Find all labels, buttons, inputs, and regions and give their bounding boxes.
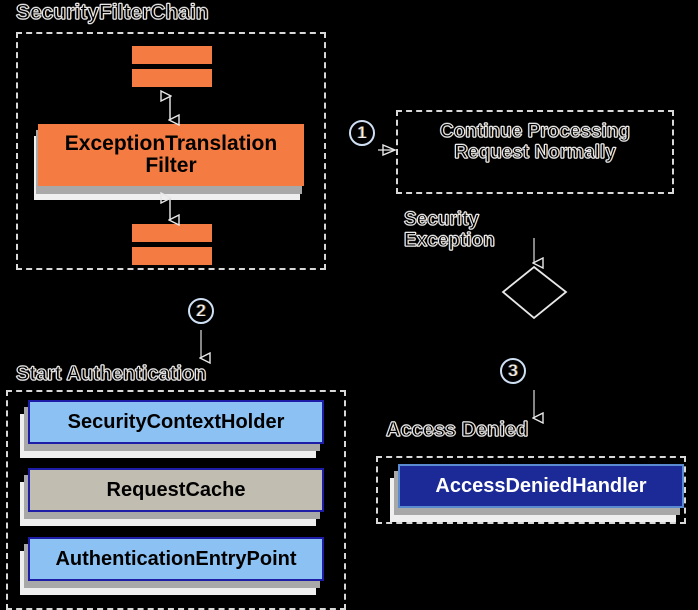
filter-bar-4 — [132, 247, 212, 265]
step-number-2: 2 — [188, 298, 214, 324]
filter-bar-2 — [132, 69, 212, 87]
exception-translation-filter-node[interactable]: ExceptionTranslation Filter — [38, 124, 304, 186]
filter-bar-1 — [132, 46, 212, 64]
continue-processing-label: Continue Processing Request Normally — [439, 121, 631, 163]
security-exception-label: Security Exception — [404, 209, 496, 251]
filter-bar-3 — [132, 224, 212, 242]
security-context-holder-stack: SecurityContextHolder — [20, 400, 328, 458]
decision-diamond-icon — [501, 265, 568, 320]
start-authentication-label: Start Authentication — [15, 363, 207, 385]
access-denied-handler-stack: AccessDeniedHandler — [390, 464, 688, 522]
authentication-entry-point-stack: AuthenticationEntryPoint — [20, 537, 328, 595]
step-number-3: 3 — [500, 358, 526, 384]
access-denied-label: Access Denied — [385, 419, 529, 441]
access-denied-handler-node[interactable]: AccessDeniedHandler — [398, 464, 684, 508]
authentication-entry-point-node[interactable]: AuthenticationEntryPoint — [28, 537, 324, 581]
request-cache-stack: RequestCache — [20, 468, 328, 526]
security-filter-chain-label: SecurityFilterChain — [16, 1, 210, 24]
step-number-1: 1 — [349, 120, 375, 146]
security-context-holder-node[interactable]: SecurityContextHolder — [28, 400, 324, 444]
exception-translation-filter-stack: ExceptionTranslation Filter — [34, 124, 308, 200]
request-cache-node[interactable]: RequestCache — [28, 468, 324, 512]
continue-processing-group — [396, 110, 674, 194]
